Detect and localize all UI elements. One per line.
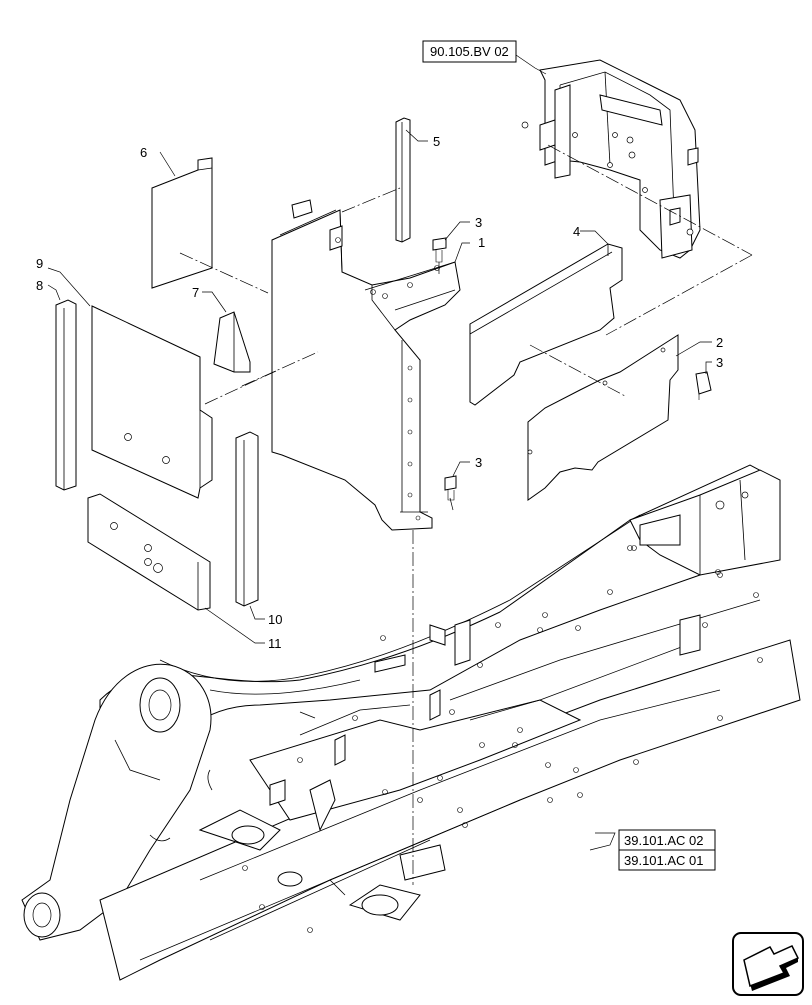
alignment-lines [179, 187, 626, 511]
ref-39-101-ac-01[interactable]: 39.101.AC 01 [624, 853, 704, 868]
ref-39-101-ac-02[interactable]: 39.101.AC 02 [624, 833, 704, 848]
callout-6: 6 [140, 145, 147, 160]
part-1-tray [271, 199, 461, 531]
callout-8: 8 [36, 278, 43, 293]
callout-1: 1 [478, 235, 485, 250]
callout-3-right: 3 [716, 355, 723, 370]
part-3-bolts [432, 237, 712, 501]
ref-90-105-bv-02[interactable]: 90.105.BV 02 [430, 44, 509, 59]
callout-7: 7 [192, 285, 199, 300]
part-6-foam-pad [151, 157, 213, 289]
callout-3-bottom: 3 [475, 455, 482, 470]
ref-box-bottom-lower[interactable]: 39.101.AC 01 [618, 849, 716, 871]
part-5-strip [395, 117, 411, 243]
callouts: 1 2 3 3 3 4 5 6 7 8 9 10 11 [36, 134, 723, 651]
part-8-long-strip [55, 299, 77, 491]
part-2-gasket [527, 334, 679, 501]
leader-lines [47, 54, 712, 851]
part-9-large-pad [91, 305, 213, 499]
ref-box-top[interactable]: 90.105.BV 02 [422, 40, 517, 63]
callout-11: 11 [268, 636, 282, 651]
part-10-strip [235, 431, 259, 607]
callout-5: 5 [433, 134, 440, 149]
callout-3-top: 3 [475, 215, 482, 230]
callout-9: 9 [36, 256, 43, 271]
arrow-icon[interactable] [732, 932, 804, 996]
part-7-wedge [213, 311, 251, 373]
chassis-frame [21, 464, 801, 981]
part-11-block [87, 493, 211, 611]
callout-10: 10 [268, 612, 282, 627]
callout-4: 4 [573, 224, 580, 239]
callout-2: 2 [716, 335, 723, 350]
part-4-panel-pad [469, 243, 623, 406]
ref-box-bottom-upper[interactable]: 39.101.AC 02 [618, 829, 716, 851]
reference-mount-assembly [521, 59, 753, 336]
